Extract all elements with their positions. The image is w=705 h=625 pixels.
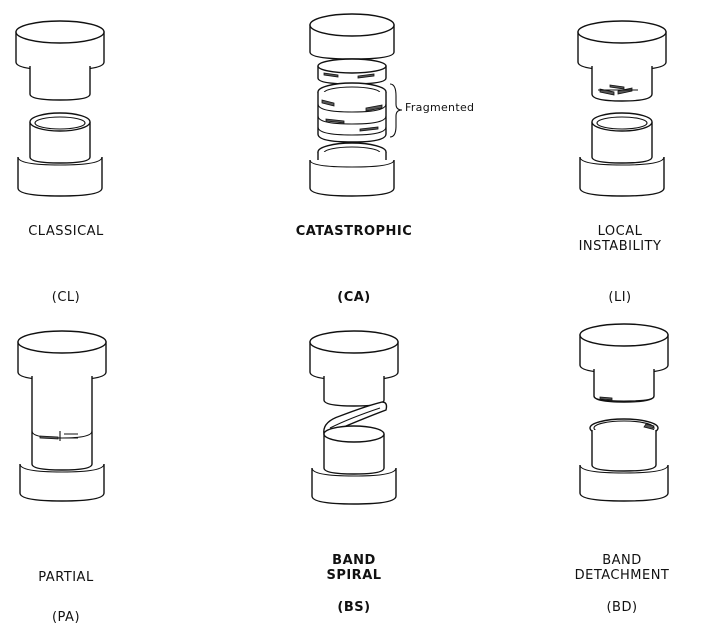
panel-code: (BS)	[337, 600, 371, 615]
panel-title-line-1: BAND	[602, 553, 642, 568]
band-detachment-sketch-icon	[579, 323, 669, 502]
panel-code: (PA)	[51, 610, 81, 625]
panel-catastrophic: Fragmented CATASTROPHIC (CA)	[270, 0, 474, 305]
panel-code: (CA)	[337, 290, 371, 305]
partial-failure-sketch-icon	[17, 330, 107, 502]
panel-title-line-2: INSTABILITY	[578, 239, 662, 254]
panel-code: (CL)	[51, 290, 81, 305]
panel-title-line-2: SPIRAL	[326, 568, 382, 583]
local-instability-sketch-icon	[577, 20, 667, 197]
panel-partial: PARTIAL (PA)	[0, 330, 160, 625]
panel-title-line-2: DETACHMENT	[574, 568, 670, 583]
panel-code: (BD)	[606, 600, 638, 615]
panel-title: CLASSICAL	[28, 224, 104, 239]
panel-classical: CLASSICAL (CL)	[0, 0, 160, 305]
catastrophic-failure-sketch-icon	[309, 13, 403, 197]
band-spiral-sketch-icon	[309, 330, 399, 505]
panel-code: (LI)	[608, 290, 632, 305]
panel-title: PARTIAL	[38, 570, 94, 585]
panel-title-line-1: BAND	[332, 553, 376, 568]
classical-failure-sketch-icon	[15, 20, 105, 197]
panel-title-line-1: LOCAL	[597, 224, 643, 239]
panel-local-instability: LOCAL INSTABILITY (LI)	[548, 0, 705, 305]
panel-band-detachment: BAND DETACHMENT (BD)	[548, 323, 705, 621]
panel-band-spiral: BAND SPIRAL (BS)	[270, 330, 430, 621]
fragmented-annotation: Fragmented	[405, 101, 475, 114]
panel-title: CATASTROPHIC	[295, 224, 413, 239]
